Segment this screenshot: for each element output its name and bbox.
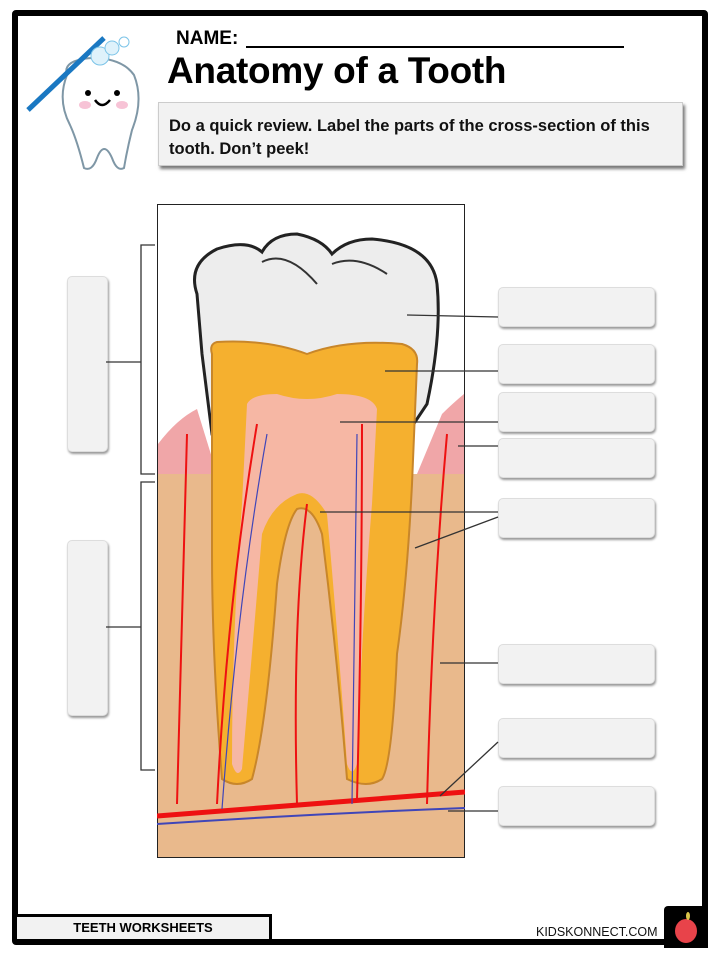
gum-right — [417, 394, 464, 474]
label-box-3[interactable] — [498, 392, 655, 432]
label-box-2[interactable] — [498, 344, 655, 384]
label-box-8[interactable] — [498, 786, 655, 826]
jaw-bone — [158, 474, 464, 857]
instructions-box: Do a quick review. Label the parts of th… — [158, 102, 683, 166]
pulp — [232, 394, 377, 773]
page-title: Anatomy of a Tooth — [167, 50, 507, 91]
label-box-left-crown[interactable] — [67, 276, 108, 452]
tooth-cross-section-diagram — [157, 204, 465, 858]
label-box-left-root[interactable] — [67, 540, 108, 716]
label-box-1[interactable] — [498, 287, 655, 327]
label-box-6[interactable] — [498, 644, 655, 684]
apple-logo-icon — [664, 906, 708, 948]
label-box-4[interactable] — [498, 438, 655, 478]
worksheet-series-label: TEETH WORKSHEETS — [14, 914, 272, 942]
tooth-mascot-icon — [26, 36, 140, 170]
label-box-7[interactable] — [498, 718, 655, 758]
name-label: NAME: — [176, 28, 239, 49]
blood-vessel-artery — [157, 789, 465, 819]
site-name: KIDSKONNECT.COM — [536, 925, 658, 939]
label-box-5[interactable] — [498, 498, 655, 538]
blood-vessel-vein — [157, 807, 465, 825]
name-input-line[interactable] — [246, 46, 624, 48]
